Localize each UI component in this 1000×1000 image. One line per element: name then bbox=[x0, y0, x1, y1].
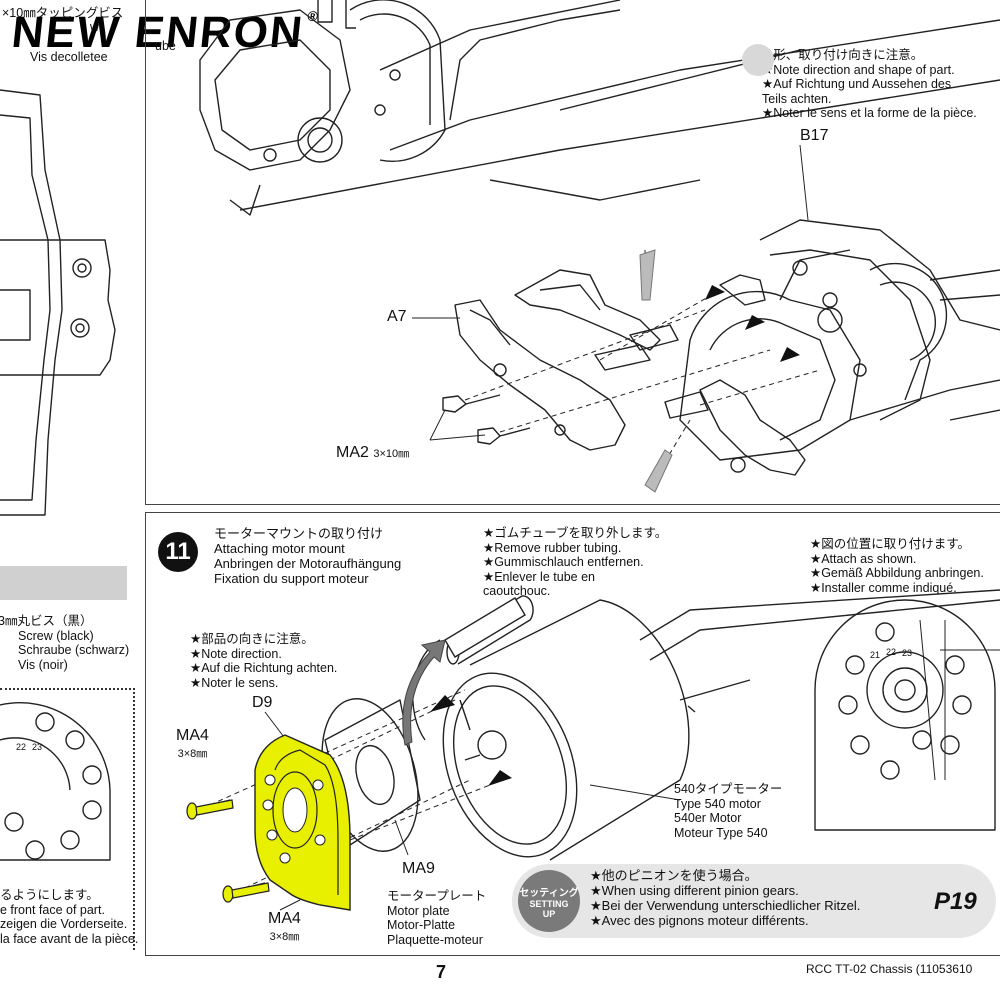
motor-label: 540タイプモーター Type 540 motor 540er Motor Mo… bbox=[674, 782, 782, 840]
right-motor-mount bbox=[814, 599, 1000, 831]
step-top-frame bbox=[145, 0, 1000, 505]
caution-gray-circle bbox=[742, 44, 774, 76]
tip-text: ★他のピニオンを使う場合。 ★When using different pini… bbox=[590, 868, 860, 928]
top-chassis-illustration bbox=[199, 0, 1000, 216]
part-label-ma2: MA2 3×10㎜ bbox=[336, 444, 409, 462]
right-chassis-illustration bbox=[679, 219, 1000, 461]
plate-line-2: Motor-Platte bbox=[387, 918, 456, 932]
topleft-line-3: Vis decolletee bbox=[30, 50, 108, 64]
caution-line-4: ★Noter le sens et la forme de la pièce. bbox=[762, 106, 977, 120]
caution-line-2: ★Auf Richtung und Aussehen des bbox=[762, 77, 952, 91]
direction-line-0: ★部品の向きに注意。 bbox=[190, 632, 314, 646]
part-label-a7: A7 bbox=[387, 308, 407, 325]
left-gray-bar bbox=[0, 566, 127, 600]
left-face-line-1: e front face of part. bbox=[0, 902, 105, 917]
step11-title-ja: モーターマウントの取り付け bbox=[214, 526, 384, 541]
plate-line-0: モータープレート bbox=[387, 889, 487, 903]
caution-line-0: ★形、取り付け向きに注意。 bbox=[762, 48, 924, 62]
caution-line-3: Teils achten. bbox=[762, 91, 832, 106]
step11-title: モーターマウントの取り付け Attaching motor mount Anbr… bbox=[214, 526, 401, 586]
rubber-line-3: ★Enlever le tube en bbox=[483, 569, 595, 584]
suspension-arms bbox=[442, 269, 806, 476]
left-dotted-box bbox=[0, 688, 135, 950]
setting-tip-box bbox=[512, 864, 996, 938]
footer-model-tail: 0 bbox=[965, 962, 973, 976]
badge-line-ja: セッティング bbox=[519, 888, 579, 899]
rubber-line-1: ★Remove rubber tubing. bbox=[483, 540, 622, 555]
attach-line-1: ★Attach as shown. bbox=[810, 551, 917, 566]
step11-title-en: Attaching motor mount bbox=[214, 541, 345, 556]
left-screw-note: 3㎜丸ビス（黒） Screw (black) Schraube (schwarz… bbox=[0, 614, 129, 672]
tip-line-2: ★Bei der Verwendung unterschiedlicher Ri… bbox=[590, 898, 861, 913]
part-label-b17: B17 bbox=[800, 127, 829, 144]
step11-attach-note: ★図の位置に取り付けます。 ★Attach as shown. ★Gemäß A… bbox=[810, 537, 984, 595]
attach-line-2: ★Gemäß Abbildung anbringen. bbox=[810, 566, 984, 580]
left-face-line-3: la face avant de la pièce. bbox=[0, 931, 139, 946]
footer-model: RCC TT-02 Chassis (11053610 bbox=[806, 962, 972, 976]
motor-plate-label: モータープレート Motor plate Motor-Platte Plaque… bbox=[387, 889, 486, 947]
part-label-d9: D9 bbox=[252, 694, 273, 711]
step11-title-de: Anbringen der Motoraufhängung bbox=[214, 556, 402, 571]
mount-number-23: 23 bbox=[902, 648, 913, 658]
left-suspension-part bbox=[0, 89, 116, 516]
tip-line-3: ★Avec des pignons moteur différents. bbox=[590, 913, 809, 928]
ma2-code: MA2 bbox=[336, 444, 369, 461]
motor-line-0: 540タイプモーター bbox=[674, 782, 783, 796]
left-screw-line-3: Vis (noir) bbox=[18, 657, 68, 672]
left-motor-mount bbox=[0, 702, 111, 861]
rubber-line-4: caoutchouc. bbox=[483, 584, 551, 598]
mount-number-21: 21 bbox=[870, 650, 881, 660]
ma4-top-size: 3×8㎜ bbox=[177, 748, 208, 760]
rubber-line-2: ★Gummischlauch entfernen. bbox=[483, 555, 644, 569]
direction-line-1: ★Note direction. bbox=[190, 646, 282, 661]
motor-line-2: 540er Motor bbox=[674, 811, 742, 825]
part-label-ma9: MA9 bbox=[402, 860, 435, 877]
part-label-ma4-top: MA4 3×8㎜ bbox=[176, 727, 209, 761]
ma2-size: 3×10㎜ bbox=[373, 448, 410, 460]
badge-line-up: UP bbox=[542, 909, 556, 919]
page-reference-p19[interactable]: P19 bbox=[934, 888, 977, 915]
attach-line-0: ★図の位置に取り付けます。 bbox=[810, 537, 970, 551]
motor-line-1: Type 540 motor bbox=[674, 796, 761, 811]
caution-line-1: ★Note direction and shape of part. bbox=[762, 62, 955, 77]
left-face-line-0: るようにします。 bbox=[0, 888, 99, 902]
motor-line-3: Moteur Type 540 bbox=[674, 825, 768, 840]
topleft-line-1: w bbox=[90, 20, 100, 34]
step11-title-fr: Fixation du support moteur bbox=[214, 571, 369, 586]
left-face-line-2: zeigen die Vorderseite. bbox=[0, 917, 128, 931]
ma4-bottom-size: 3×8㎜ bbox=[269, 931, 300, 943]
tip-line-0: ★他のピニオンを使う場合。 bbox=[590, 868, 758, 883]
step11-rubber-note: ★ゴムチューブを取り外します。 ★Remove rubber tubing. ★… bbox=[483, 526, 667, 599]
page-number: 7 bbox=[436, 962, 447, 982]
step11-frame bbox=[145, 512, 1000, 956]
left-mount-number-22: 22 bbox=[16, 742, 27, 752]
setting-up-badge: セッティング SETTING UP bbox=[518, 870, 580, 932]
ma4-top-code: MA4 bbox=[176, 727, 209, 744]
left-screw-line-0: 3㎜丸ビス（黒） bbox=[0, 614, 93, 628]
mount-number-22: 22 bbox=[886, 647, 897, 657]
badge-line-en: SETTING bbox=[529, 899, 569, 909]
footer-model-text: RCC TT-02 Chassis (1105361 bbox=[806, 962, 966, 976]
d9-motor-mount-highlight bbox=[254, 734, 351, 911]
part-label-ma4-bottom: MA4 3×8㎜ bbox=[268, 910, 301, 944]
left-mount-number-23: 23 bbox=[32, 742, 43, 752]
direction-line-3: ★Noter le sens. bbox=[190, 675, 279, 690]
left-face-note: るようにします。 e front face of part. zeigen di… bbox=[0, 888, 138, 946]
step-top-caution: ★形、取り付け向きに注意。 ★Note direction and shape … bbox=[762, 48, 977, 121]
motor-illustration bbox=[412, 589, 1000, 861]
attach-line-3: ★Installer comme indiqué. bbox=[810, 580, 957, 595]
step-number-badge: 11 bbox=[158, 532, 198, 572]
rubber-line-0: ★ゴムチューブを取り外します。 bbox=[483, 526, 668, 540]
left-screw-line-2: Schraube (schwarz) bbox=[18, 643, 130, 657]
plate-line-1: Motor plate bbox=[387, 903, 450, 918]
plate-line-3: Plaquette-moteur bbox=[387, 932, 483, 947]
left-screw-line-1: Screw (black) bbox=[18, 628, 94, 643]
topleft-line-0: ×10㎜タッピングビス bbox=[2, 6, 124, 20]
direction-line-2: ★Auf die Richtung achten. bbox=[190, 661, 338, 675]
topleft-line-2: ube bbox=[155, 39, 176, 53]
ma4-bottom-code: MA4 bbox=[268, 910, 301, 927]
tip-line-1: ★When using different pinion gears. bbox=[590, 883, 799, 898]
step11-direction-note: ★部品の向きに注意。 ★Note direction. ★Auf die Ric… bbox=[190, 632, 337, 690]
